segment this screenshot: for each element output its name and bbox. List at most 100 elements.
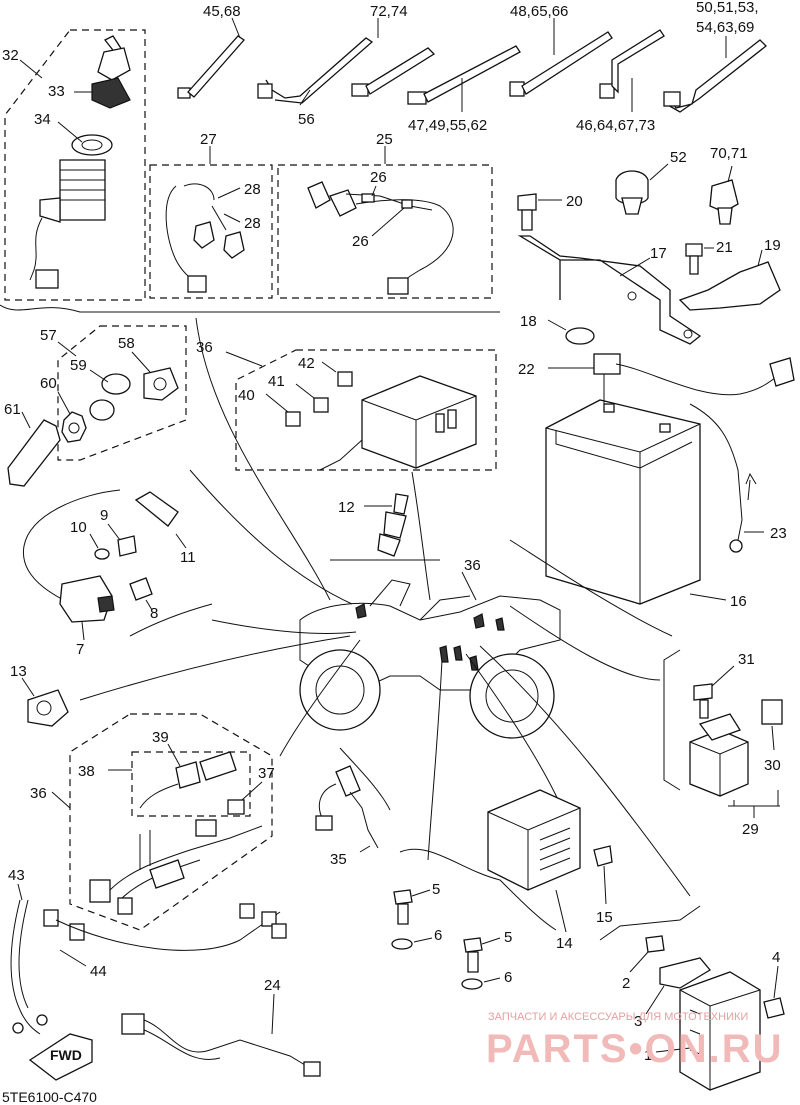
label-34: 34 — [34, 111, 51, 128]
harness-39 — [139, 751, 237, 809]
watermark-tagline: ЗАПЧАСТИ И АКСЕССУАРЫ ДЛЯ МОТОТЕХНИКИ — [488, 1011, 748, 1023]
label-57: 57 — [40, 327, 57, 344]
label-24: 24 — [264, 977, 281, 994]
group-32-outline — [4, 29, 146, 301]
label-56: 56 — [298, 111, 315, 128]
label-7: 7 — [76, 641, 84, 658]
label-37: 37 — [258, 765, 275, 782]
wire-harness-27 — [165, 183, 245, 293]
ignition-switch-body — [29, 159, 106, 289]
fuse-41 — [313, 397, 329, 413]
group-36-outline — [235, 349, 497, 471]
sub-harness-24 — [121, 1013, 321, 1077]
cdi-unit-1 — [679, 971, 761, 1091]
connector-37 — [227, 799, 245, 815]
washer-6b — [461, 978, 483, 990]
label-38: 38 — [78, 763, 95, 780]
label-14: 14 — [556, 935, 573, 952]
label-30: 30 — [764, 757, 781, 774]
label-10: 10 — [70, 519, 87, 536]
gear-washer-60 — [61, 411, 87, 443]
bolt-20 — [517, 193, 537, 231]
label-23: 23 — [770, 525, 787, 542]
label-61: 61 — [4, 401, 21, 418]
clip-70-71 — [709, 179, 739, 225]
bracket-17 — [517, 235, 702, 345]
label-4: 4 — [772, 949, 780, 966]
ignition-nut — [71, 134, 113, 156]
washer-10 — [94, 548, 110, 560]
label-59: 59 — [70, 357, 87, 374]
bolt-31 — [693, 683, 713, 719]
label-15: 15 — [596, 909, 613, 926]
label-52: 52 — [670, 149, 687, 166]
label-45-68: 45,68 — [203, 3, 241, 20]
label-35: 35 — [330, 851, 347, 868]
label-11: 11 — [180, 549, 196, 566]
washer-6a — [391, 938, 413, 950]
bolt-2 — [645, 935, 665, 953]
label-39: 39 — [152, 729, 169, 746]
grip-61 — [7, 419, 61, 487]
label-44: 44 — [90, 963, 107, 980]
label-36a: 36 — [196, 339, 213, 356]
label-19: 19 — [764, 237, 781, 254]
group-36-lower-outline — [69, 713, 273, 931]
label-41: 41 — [268, 373, 285, 390]
starter-switch-13 — [27, 689, 69, 727]
label-18: 18 — [520, 313, 537, 330]
label-27: 27 — [200, 131, 217, 148]
cable-tie-56 — [299, 89, 311, 106]
bolt-9 — [117, 535, 137, 557]
bracket-3 — [659, 957, 711, 989]
label-13: 13 — [10, 663, 27, 680]
label-25: 25 — [376, 131, 393, 148]
atv-silhouette — [299, 579, 561, 739]
forward-arrow — [28, 1033, 93, 1081]
group-25-outline — [277, 164, 493, 299]
label-5b: 5 — [504, 929, 512, 946]
cable-tie-50-51-53-54-63-69 — [663, 36, 767, 113]
label-2: 2 — [622, 975, 630, 992]
label-29: 29 — [742, 821, 759, 838]
label-47-49-55-62: 47,49,55,62 — [408, 117, 487, 134]
label-33: 33 — [48, 83, 65, 100]
harness-43-44 — [10, 899, 287, 1035]
battery-cable-22 — [593, 353, 795, 406]
label-40: 40 — [238, 387, 255, 404]
label-32: 32 — [2, 47, 19, 64]
cap-59 — [89, 373, 131, 421]
cable-tie-72-74 — [257, 18, 379, 104]
group-57-outline — [57, 325, 187, 461]
fuse-40 — [285, 411, 301, 427]
label-16: 16 — [730, 593, 747, 610]
label-28b: 28 — [244, 215, 261, 232]
spark-plug-12 — [377, 493, 409, 557]
label-50-51-53: 50,51,53, — [696, 0, 759, 16]
ignition-coil-7 — [59, 575, 115, 623]
label-6b: 6 — [504, 969, 512, 986]
plug-cap-11 — [134, 491, 179, 527]
starter-relay-29 — [689, 713, 749, 797]
label-22: 22 — [518, 361, 535, 378]
label-12: 12 — [338, 499, 355, 516]
label-21: 21 — [716, 239, 733, 256]
battery-cable-23 — [689, 403, 757, 553]
group-27-outline — [149, 164, 273, 299]
label-42: 42 — [298, 355, 315, 372]
fuse-42 — [337, 371, 353, 387]
fuse-box — [319, 375, 477, 471]
battery-16 — [545, 399, 701, 605]
wire-harness-25 — [307, 181, 454, 295]
label-28a: 28 — [244, 181, 261, 198]
forward-arrow-label: FWD — [50, 1047, 82, 1063]
label-58: 58 — [118, 335, 135, 352]
label-46-64-67-73: 46,64,67,73 — [576, 117, 655, 134]
cable-tie-47-49-55-62 — [351, 45, 521, 112]
diagram-code: 5TE6100-C470 — [2, 1089, 97, 1105]
label-43: 43 — [8, 867, 25, 884]
watermark-brand: PARTS•ON.RU — [486, 1027, 784, 1071]
label-20: 20 — [566, 193, 583, 210]
fuse-30 — [761, 699, 783, 725]
